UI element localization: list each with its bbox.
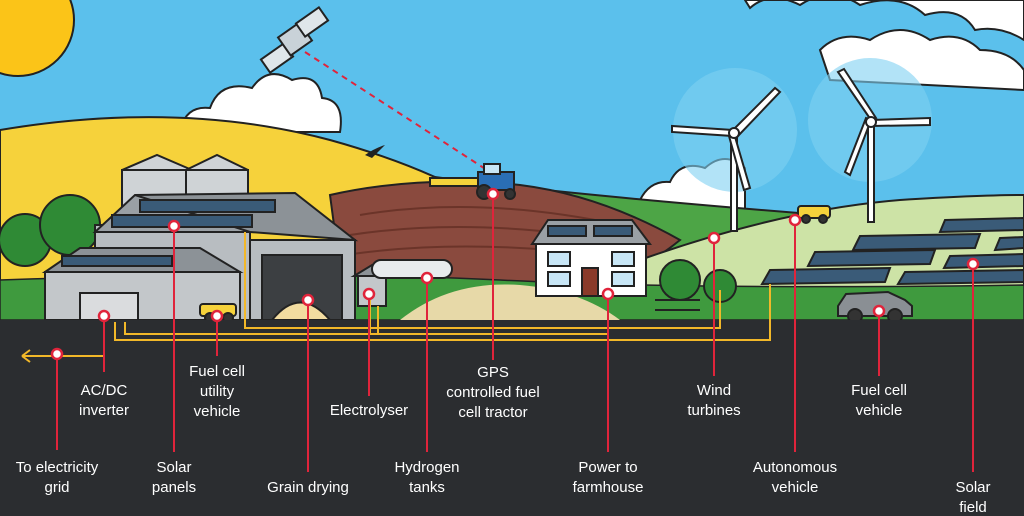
bird-icon [365, 145, 385, 158]
label-solar-panels: Solar panels [151, 459, 197, 496]
car-icon [837, 290, 913, 324]
label-wind-turbines: Wind turbines [687, 382, 741, 419]
satellite-icon [259, 6, 330, 74]
label-electrolyser: Electrolyser [329, 402, 409, 419]
marker-fuel-cell-vehicle [872, 304, 886, 318]
sun-icon [0, 0, 75, 77]
marker-electrolyser [362, 287, 376, 301]
label-solar-field: Solar field [955, 479, 991, 516]
marker-autonomous [788, 213, 802, 227]
farmhouse [530, 219, 652, 297]
label-to-electricity-grid: To electricity grid [15, 459, 99, 496]
marker-solar-panels [167, 219, 181, 233]
marker-farmhouse [601, 287, 615, 301]
marker-solar-field [966, 257, 980, 271]
gps-signal-line [304, 51, 491, 173]
fence [655, 299, 700, 311]
marker-grain-drying [301, 293, 315, 307]
marker-acdc [97, 309, 111, 323]
label-gps-tractor: GPS controlled fuel cell tractor [446, 364, 540, 421]
label-acdc-inverter: AC/DC inverter [78, 382, 130, 419]
marker-gps [486, 187, 500, 201]
marker-wind [707, 231, 721, 245]
marker-dots [50, 187, 980, 361]
label-power-to-farmhouse: Power to farmhouse [572, 459, 644, 496]
label-autonomous-vehicle: Autonomous vehicle [752, 459, 838, 496]
label-utility-vehicle: Fuel cell utility vehicle [189, 363, 245, 420]
ground-panel [0, 320, 1024, 516]
hydrogen-tank-icon [371, 259, 453, 279]
marker-to-grid [50, 347, 64, 361]
marker-hydrogen [420, 271, 434, 285]
solar-field-panels [760, 216, 1024, 286]
tree-icon [0, 194, 737, 303]
label-fuel-cell-vehicle: Fuel cell vehicle [851, 382, 907, 419]
label-grain-drying: Grain drying [267, 479, 349, 496]
label-hydrogen-tanks: Hydrogen tanks [394, 459, 460, 496]
leader-lines [56, 194, 974, 472]
autonomous-vehicle-icon [797, 205, 831, 224]
marker-utility-vehicle [210, 309, 224, 323]
wind-turbine-icon [671, 67, 931, 232]
